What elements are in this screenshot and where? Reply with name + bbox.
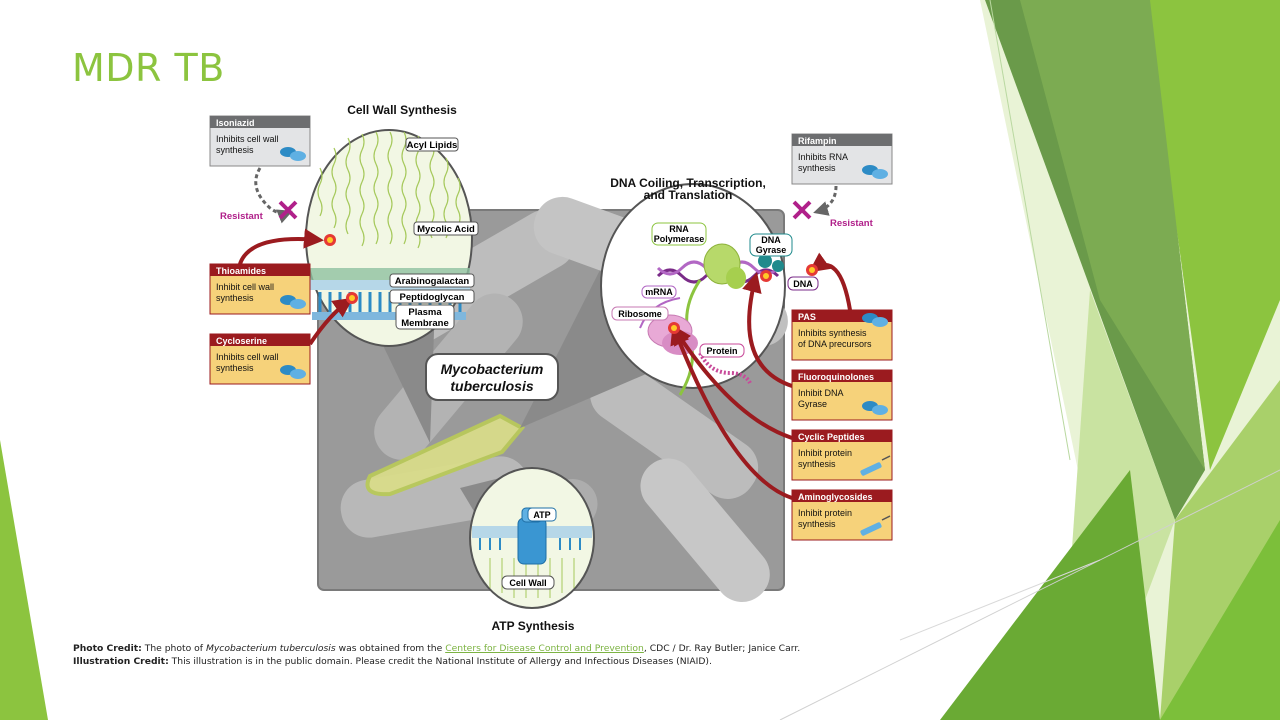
label-rna: RNA xyxy=(669,224,689,234)
label-membrane: Membrane xyxy=(401,318,449,329)
drug-name: Isoniazid xyxy=(216,118,255,128)
illustration-credit-text: This illustration is in the public domai… xyxy=(171,656,712,667)
resistant-marker-left: Resistant xyxy=(220,167,298,224)
dna-title-line2: and Translation xyxy=(644,188,733,202)
right-facet-8 xyxy=(1160,520,1280,720)
right-facet-3 xyxy=(1145,0,1280,470)
drug-desc-1: Inhibits synthesis xyxy=(798,328,867,338)
label-polymerase: Polymerase xyxy=(654,234,705,244)
drug-desc-2: synthesis xyxy=(798,459,836,469)
drug-box-pas: PAS Inhibits synthesis of DNA precursors xyxy=(791,309,893,361)
illustration-credit-label: Illustration Credit: xyxy=(73,656,169,667)
drug-desc-2: synthesis xyxy=(798,163,836,173)
drug-desc-1: Inhibits cell wall xyxy=(216,134,279,144)
drug-name: Cyclic Peptides xyxy=(798,432,865,442)
drug-desc-1: Inhibits cell wall xyxy=(216,352,279,362)
drug-desc-2: Gyrase xyxy=(798,399,827,409)
drug-desc-2: synthesis xyxy=(798,519,836,529)
pill-icon xyxy=(280,147,306,161)
drug-box-thioamides: Thioamides Inhibit cell wall synthesis xyxy=(209,263,311,315)
organism-name-line2: tuberculosis xyxy=(450,378,533,394)
highlighted-bacterium xyxy=(365,413,526,497)
photo-credit-mid: was obtained from the xyxy=(338,643,443,654)
drug-desc-2: of DNA precursors xyxy=(798,339,872,349)
resistant-marker-right: Resistant xyxy=(792,185,874,229)
dna-title-line1: DNA Coiling, Transcription, xyxy=(610,176,766,190)
label-dna-gyrase-2: Gyrase xyxy=(756,245,787,255)
label-dna: DNA xyxy=(793,279,813,289)
drug-box-cycloserine: Cycloserine Inhibits cell wall synthesis xyxy=(209,333,311,385)
x-mark-icon xyxy=(792,200,812,220)
drug-box-rifampin: Rifampin Inhibits RNA synthesis xyxy=(791,133,893,185)
drug-desc-1: Inhibit cell wall xyxy=(216,282,274,292)
right-facet-4 xyxy=(1020,0,1205,470)
drug-desc-1: Inhibit protein xyxy=(798,448,852,458)
inhibition-burst-icon xyxy=(324,234,818,334)
cdc-link[interactable]: Centers for Disease Control and Preventi… xyxy=(445,643,644,654)
drug-box-aminoglycosides: Aminoglycosides Inhibit protein synthesi… xyxy=(791,489,893,541)
label-cell-wall: Cell Wall xyxy=(509,578,546,588)
left-accent-shape xyxy=(0,440,48,720)
drug-name: Aminoglycosides xyxy=(798,492,873,502)
dna-circle: RNA Polymerase DNA Gyrase mRNA Ribosome … xyxy=(600,183,819,396)
illustration-credit: Illustration Credit: This illustration i… xyxy=(73,655,800,668)
pill-icon xyxy=(280,365,306,379)
cell-wall-circle: Acyl Lipids Mycolic Acid Arabinogalactan… xyxy=(305,129,479,347)
label-ribosome: Ribosome xyxy=(618,309,662,319)
label-acyl-lipids: Acyl Lipids xyxy=(407,140,458,151)
organism-label: Mycobacterium tuberculosis xyxy=(425,353,559,401)
image-credits: Photo Credit: The photo of Mycobacterium… xyxy=(73,642,800,668)
pill-icon xyxy=(862,401,888,415)
mdr-tb-diagram: Mycobacterium tuberculosis xyxy=(209,103,893,633)
label-plasma: Plasma xyxy=(408,307,442,318)
photo-credit-species: Mycobacterium tuberculosis xyxy=(205,643,336,654)
pill-icon xyxy=(862,313,888,327)
drug-name: Cycloserine xyxy=(216,336,267,346)
photo-credit-post: , CDC / Dr. Ray Butler; Janice Carr. xyxy=(643,643,801,654)
pill-icon xyxy=(280,295,306,309)
drug-name: Fluoroquinolones xyxy=(798,372,874,382)
label-mrna: mRNA xyxy=(645,287,673,297)
slide-title: MDR TB xyxy=(72,46,225,90)
drug-desc-1: Inhibit protein xyxy=(798,508,852,518)
inhibition-arrows xyxy=(238,228,852,500)
drug-desc-2: synthesis xyxy=(216,363,254,373)
cell-wall-title: Cell Wall Synthesis xyxy=(347,103,457,117)
drug-name: Rifampin xyxy=(798,136,837,146)
photo-credit-pre: The photo of xyxy=(144,643,204,654)
drug-desc-2: synthesis xyxy=(216,145,254,155)
photo-credit-label: Photo Credit: xyxy=(73,643,142,654)
right-facet-7 xyxy=(940,470,1160,720)
drug-box-isoniazid: Isoniazid Inhibits cell wall synthesis xyxy=(209,115,311,167)
label-peptidoglycan: Peptidoglycan xyxy=(400,292,465,303)
drug-box-fluoroquinolones: Fluoroquinolones Inhibit DNA Gyrase xyxy=(791,369,893,421)
label-mycolic-acid: Mycolic Acid xyxy=(417,224,475,235)
organism-name-line1: Mycobacterium xyxy=(441,361,544,377)
drug-desc-2: synthesis xyxy=(216,293,254,303)
label-arabinogalactan: Arabinogalactan xyxy=(395,276,470,287)
syringe-icon xyxy=(860,515,891,536)
resistant-label: Resistant xyxy=(830,218,874,229)
photo-credit: Photo Credit: The photo of Mycobacterium… xyxy=(73,642,800,655)
drug-name: Thioamides xyxy=(216,266,266,276)
drug-desc-1: Inhibit DNA xyxy=(798,388,844,398)
label-protein: Protein xyxy=(706,346,737,356)
syringe-icon xyxy=(860,455,891,476)
label-dna-gyrase-1: DNA xyxy=(761,235,781,245)
x-mark-icon xyxy=(278,200,298,220)
drug-name: PAS xyxy=(798,312,816,322)
resistant-label: Resistant xyxy=(220,211,264,222)
drug-desc-1: Inhibits RNA xyxy=(798,152,848,162)
drug-box-cyclic-peptides: Cyclic Peptides Inhibit protein synthesi… xyxy=(791,429,893,481)
atp-circle: ATP Cell Wall xyxy=(469,467,595,609)
label-atp: ATP xyxy=(533,510,550,520)
atp-title: ATP Synthesis xyxy=(492,619,575,633)
pill-icon xyxy=(862,165,888,179)
